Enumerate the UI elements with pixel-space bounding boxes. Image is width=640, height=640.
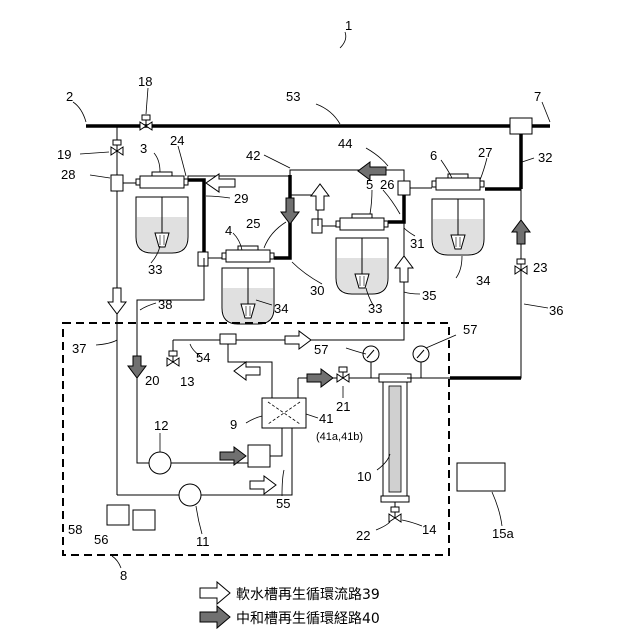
label-33a: 33: [148, 262, 162, 277]
white-flow-arrow: [250, 476, 276, 494]
drain-valve-22: [389, 507, 401, 522]
legend-gray-arrow-label: 中和槽再生循環経路40: [236, 611, 380, 627]
legend-gray-arrow-icon: [200, 606, 230, 628]
valve-head-25: [222, 246, 274, 262]
fitting-5-left: [312, 219, 322, 233]
label-14: 14: [422, 522, 436, 537]
label-41ab: (41a,41b): [316, 431, 363, 443]
label-35: 35: [422, 288, 436, 303]
label-27: 27: [478, 145, 492, 160]
label-29: 29: [234, 191, 248, 206]
fitting-6-left: [398, 181, 410, 195]
label-28: 28: [61, 167, 75, 182]
gray-flow-arrow: [128, 356, 146, 378]
label-53: 53: [286, 89, 300, 104]
label-24: 24: [170, 133, 184, 148]
tee-fitting-7: [510, 118, 532, 134]
label-7: 7: [534, 89, 541, 104]
white-flow-arrow: [206, 174, 235, 192]
legend-white-arrow-label: 軟水槽再生循環流路39: [236, 587, 380, 603]
fitting-28: [111, 175, 123, 191]
valve-head-24: [136, 172, 188, 188]
legend: 軟水槽再生循環流路39 中和槽再生循環経路40: [200, 582, 380, 628]
label-37: 37: [72, 341, 86, 356]
label-34b: 34: [476, 273, 490, 288]
white-flow-arrow: [108, 288, 126, 314]
label-1: 1: [345, 18, 352, 33]
label-42: 42: [246, 148, 260, 163]
label-30: 30: [310, 283, 324, 298]
label-34a: 34: [274, 301, 288, 316]
label-6: 6: [430, 148, 437, 163]
label-19: 19: [57, 147, 71, 162]
label-4: 4: [225, 223, 232, 238]
label-12: 12: [154, 418, 168, 433]
filter-10: [379, 374, 411, 502]
white-flow-arrow: [234, 362, 260, 380]
label-58: 58: [68, 522, 82, 537]
pipe-29: [188, 180, 204, 258]
valve-21: [337, 367, 349, 382]
label-3: 3: [140, 141, 147, 156]
label-25: 25: [246, 216, 260, 231]
label-38: 38: [158, 297, 172, 312]
controller-15a: [457, 463, 505, 491]
tank-56: [133, 510, 155, 530]
white-flow-arrow: [285, 331, 311, 349]
white-flow-arrow: [395, 256, 413, 282]
flow-meter-block: [248, 445, 270, 467]
gray-flow-arrow: [512, 220, 530, 244]
gray-flow-arrow: [307, 369, 333, 387]
label-57b: 57: [463, 322, 477, 337]
neutralizer-tank-5: [336, 238, 388, 294]
label-8: 8: [120, 568, 127, 583]
pump-11: [179, 484, 201, 506]
neutralizer-tank-6: [432, 199, 484, 255]
tee-54: [220, 334, 236, 344]
label-26: 26: [380, 177, 394, 192]
softener-tank-3: [136, 197, 188, 253]
valve-head-27: [432, 174, 484, 190]
pressure-gauge-57b: [413, 346, 429, 378]
label-21: 21: [336, 399, 350, 414]
label-36: 36: [549, 303, 563, 318]
label-23: 23: [533, 260, 547, 275]
label-9: 9: [230, 417, 237, 432]
label-20: 20: [145, 373, 159, 388]
legend-white-arrow-icon: [200, 582, 230, 604]
label-57a: 57: [314, 342, 328, 357]
label-44: 44: [338, 136, 352, 151]
label-55: 55: [276, 496, 290, 511]
label-22: 22: [356, 528, 370, 543]
gray-flow-arrow: [220, 447, 246, 465]
white-flow-arrow: [311, 184, 329, 210]
label-11: 11: [196, 534, 210, 549]
label-54: 54: [196, 350, 210, 365]
neutralizer-41: [262, 398, 306, 428]
label-13: 13: [180, 374, 194, 389]
valve-head-26: [336, 214, 388, 230]
valve-20: [167, 351, 179, 366]
label-15a: 15a: [492, 526, 514, 541]
label-33b: 33: [368, 301, 382, 316]
pressure-gauge-57a: [363, 346, 379, 378]
fitting-4-left: [198, 252, 208, 266]
softener-tank-4: [222, 268, 274, 324]
label-18: 18: [138, 74, 152, 89]
label-2: 2: [66, 89, 73, 104]
label-56: 56: [94, 532, 108, 547]
label-10: 10: [357, 469, 371, 484]
gray-flow-arrow: [281, 198, 299, 224]
label-5: 5: [366, 177, 373, 192]
tank-58: [107, 505, 129, 525]
reference-numerals: 1 2 18 53 7 19 3 24 28 42 44 6 27 32 5 2…: [57, 18, 563, 583]
label-32: 32: [538, 150, 552, 165]
pump-12: [149, 452, 171, 474]
label-41: 41: [319, 411, 333, 426]
label-31: 31: [410, 236, 424, 251]
